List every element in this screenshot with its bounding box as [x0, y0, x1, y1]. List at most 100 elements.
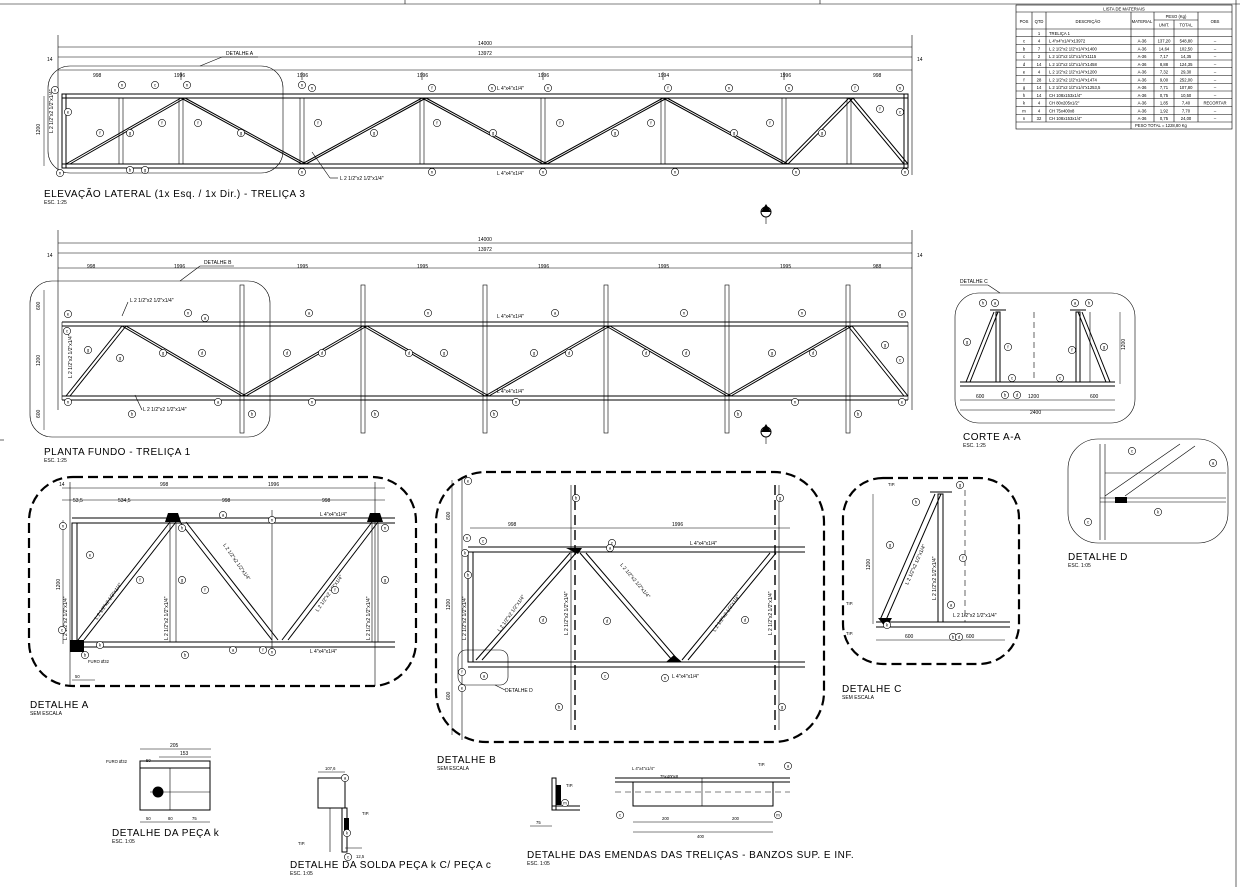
- bom-cell: 0,75: [1160, 93, 1169, 98]
- position-marker-g: g: [1103, 345, 1106, 350]
- da-hole-label: FURO Ø32: [88, 659, 110, 664]
- da-diag-label: L 2 1/2"x2 1/2"x1/4": [221, 543, 251, 582]
- position-marker-f: f: [667, 86, 669, 91]
- elevation-diagonal: [184, 97, 307, 165]
- position-marker-circle: [229, 646, 237, 654]
- position-marker-f: f: [197, 121, 199, 126]
- position-marker-b: b: [129, 168, 132, 173]
- bom-cell: 10,50: [1181, 93, 1192, 98]
- bom-cell: 7,71: [1160, 85, 1169, 90]
- position-marker-circle: [490, 410, 498, 418]
- position-marker-circle: [647, 119, 655, 127]
- bom-cell: 2: [1038, 54, 1041, 59]
- position-marker-circle: [381, 524, 389, 532]
- elevation-diagonal: [783, 97, 850, 165]
- position-marker-g: g: [533, 351, 536, 356]
- position-marker-circle: [178, 576, 186, 584]
- elevation-diagonal: [542, 97, 664, 165]
- position-marker-f: f: [334, 588, 336, 593]
- position-marker-f: f: [559, 121, 561, 126]
- position-marker-g: g: [129, 131, 132, 136]
- bom-cell: f: [1023, 77, 1025, 82]
- bom-cell: –: [1214, 46, 1217, 51]
- position-marker-f: f: [204, 588, 206, 593]
- position-marker-circle: [1084, 518, 1092, 526]
- bom-cell: CH 80x205x1/2": [1049, 101, 1080, 106]
- position-marker-circle: [896, 84, 904, 92]
- pk-hole: FURO Ø32: [106, 759, 128, 764]
- position-marker-circle: [237, 129, 245, 137]
- plan-diagonal: [605, 325, 728, 397]
- position-marker-circle: [601, 672, 609, 680]
- position-marker-c: c: [61, 628, 63, 633]
- bom-cell: CH 108x153x1/4": [1049, 93, 1082, 98]
- position-marker-circle: [603, 617, 611, 625]
- dim-panel: 998: [93, 73, 102, 79]
- position-marker-g: g: [781, 705, 784, 710]
- elevation-diagonal: [848, 97, 905, 165]
- position-marker-n: n: [904, 170, 907, 175]
- position-marker-g: g: [162, 351, 165, 356]
- position-marker-circle: [741, 616, 749, 624]
- position-marker-n: n: [788, 86, 791, 91]
- plan-diag-label-1: L 2 1/2"x2 1/2"x1/4": [130, 298, 174, 304]
- position-marker-circle: [488, 84, 496, 92]
- detail-a-tag: DETALHE A: [226, 51, 254, 57]
- top-chord-label: L 4"x4"x1/4": [497, 86, 524, 92]
- position-marker-circle: [1001, 391, 1009, 399]
- position-marker-d: d: [568, 351, 571, 356]
- position-marker-circle: [768, 349, 776, 357]
- elevation-vertical: [178, 97, 184, 165]
- position-marker-circle: [1209, 459, 1217, 467]
- position-marker-circle: [1085, 299, 1093, 307]
- bom-cell: 102,50: [1180, 46, 1193, 51]
- position-marker-circle: [63, 327, 71, 335]
- bom-cell: 4: [1038, 39, 1041, 44]
- bom-cell: CH 108x153x1/4": [1049, 116, 1082, 121]
- elevation-vertical: [660, 97, 666, 165]
- plan-dim-600: 600: [36, 301, 42, 310]
- position-marker-a: a: [222, 513, 225, 518]
- position-marker-circle: [730, 129, 738, 137]
- plan-diagonal: [484, 325, 607, 397]
- elevation-vertical: [781, 97, 787, 165]
- bom-cell: 29,30: [1181, 70, 1192, 75]
- pk-dim: 153: [180, 751, 189, 757]
- plan-dim-panel: 988: [873, 264, 882, 270]
- bom-title: LISTA DE MATERIAIS: [1103, 7, 1145, 12]
- section-scale: ESC. 1:25: [963, 443, 986, 449]
- position-marker-g: g: [614, 131, 617, 136]
- position-marker-n: n: [384, 526, 387, 531]
- position-marker-m: m: [776, 813, 780, 818]
- bom-cell: L 2 1/2"x2 1/2"x1/4"x1115: [1049, 54, 1097, 59]
- position-marker-c: c: [347, 855, 349, 860]
- position-marker-a: a: [217, 400, 220, 405]
- bom-cell: 7,32: [1160, 70, 1169, 75]
- position-marker-circle: [979, 299, 987, 307]
- position-marker-circle: [956, 481, 964, 489]
- pk-dim: 205: [170, 743, 179, 749]
- plan-diagonal: [730, 325, 853, 397]
- position-marker-f: f: [317, 121, 319, 126]
- bom-cell: 14: [1037, 93, 1042, 98]
- bom-cell: b: [1023, 46, 1026, 51]
- bom-cell: 9,00: [1160, 77, 1169, 82]
- elevation-view: 14000 13972 14 14 998 1996 1996 1996 199…: [36, 35, 923, 206]
- plan-diagonal: [241, 325, 364, 397]
- position-marker-circle: [876, 105, 884, 113]
- position-marker-a: a: [1212, 461, 1215, 466]
- dc-vert-label: L 2 1/2"x2 1/2"x1/4": [932, 556, 938, 600]
- bom-cell: A-36: [1138, 54, 1148, 59]
- position-marker-h: h: [915, 500, 918, 505]
- position-marker-d: d: [744, 618, 747, 623]
- dim-height: 1200: [36, 124, 42, 135]
- dc-dim: 600: [966, 634, 975, 640]
- position-marker-d: d: [812, 351, 815, 356]
- position-marker-g: g: [884, 343, 887, 348]
- plan-dim-end: 14: [47, 253, 53, 259]
- bom-cell: 14: [1037, 85, 1042, 90]
- position-marker-circle: [463, 534, 471, 542]
- plan-diagonal: [366, 325, 490, 397]
- bom-cell: 1: [1038, 31, 1041, 36]
- section-title: CORTE A-A: [963, 432, 1021, 443]
